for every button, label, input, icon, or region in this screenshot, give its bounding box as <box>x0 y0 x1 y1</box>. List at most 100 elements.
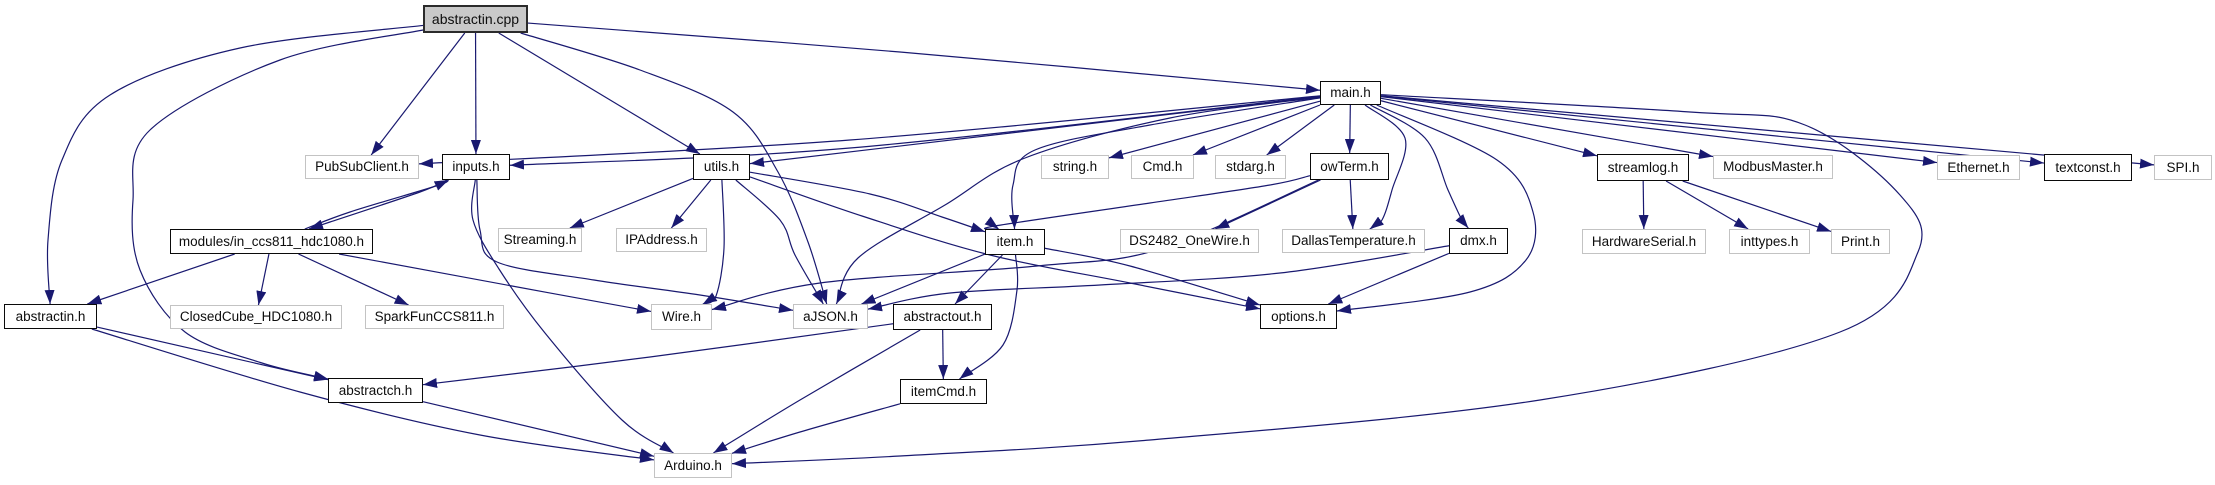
edge-owterm_h-to-wire_h <box>711 179 1319 312</box>
node-label: Arduino.h <box>664 457 722 473</box>
node-label: SPI.h <box>2166 159 2200 175</box>
node-abstractin_h[interactable]: abstractin.h <box>4 304 97 329</box>
edge-abstractin_cpp-to-ajson_h <box>520 32 828 305</box>
node-options_h[interactable]: options.h <box>1260 304 1337 329</box>
node-label: owTerm.h <box>1320 158 1379 174</box>
edge-abstractin_cpp-to-utils_h <box>498 32 701 155</box>
edge-main_h-to-ethernet_h <box>1380 96 1938 166</box>
node-print_h: Print.h <box>1831 229 1890 254</box>
node-label: string.h <box>1052 159 1098 175</box>
edge-in_ccs811_h-to-inputs_h <box>304 179 449 230</box>
edge-item_h-to-ajson_h <box>861 253 986 305</box>
node-label: abstractout.h <box>903 309 982 325</box>
node-item_h[interactable]: item.h <box>985 229 1045 255</box>
edge-streamlog_h-to-hwserial_h <box>1638 180 1649 230</box>
edge-owterm_h-to-item_h <box>984 175 1311 230</box>
node-label: HardwareSerial.h <box>1591 233 1697 249</box>
edge-item_h-to-itemcmd_h <box>959 254 1019 380</box>
node-in_ccs811_h[interactable]: modules/in_ccs811_hdc1080.h <box>170 229 373 254</box>
node-cmd_h: Cmd.h <box>1131 155 1194 179</box>
node-pubsubclient_h: PubSubClient.h <box>305 155 419 179</box>
node-dallastemp_h: DallasTemperature.h <box>1282 229 1425 253</box>
node-label: stdarg.h <box>1226 159 1275 175</box>
edge-utils_h-to-options_h <box>749 176 1261 311</box>
node-label: Print.h <box>1840 233 1881 249</box>
edge-in_ccs811_h-to-abstractin_h <box>87 253 235 305</box>
edge-main_h-to-pubsubclient_h <box>418 95 1321 169</box>
node-hwserial_h: HardwareSerial.h <box>1582 229 1706 254</box>
edge-main_h-to-cmd_h <box>1192 104 1321 156</box>
node-label: Ethernet.h <box>1947 159 2010 175</box>
node-abstractch_h[interactable]: abstractch.h <box>328 378 423 403</box>
edge-item_h-to-abstractout_h <box>954 254 1003 305</box>
edge-main_h-to-utils_h <box>749 95 1321 167</box>
edge-main_h-to-modbusmaster_h <box>1380 97 1714 160</box>
node-label: abstractin.cpp <box>431 11 520 27</box>
edge-main_h-to-item_h <box>1009 97 1321 230</box>
node-spi_h: SPI.h <box>2154 155 2212 180</box>
edge-main_h-to-streamlog_h <box>1380 100 1598 158</box>
edge-abstractin_h-to-arduino_h <box>91 328 655 463</box>
node-label: ModbusMaster.h <box>1723 159 1823 175</box>
node-abstractout_h[interactable]: abstractout.h <box>893 304 992 330</box>
node-ipaddress_h: IPAddress.h <box>616 228 707 252</box>
node-modbusmaster_h: ModbusMaster.h <box>1713 155 1833 179</box>
edge-main_h-to-textconst_h <box>1380 95 2045 167</box>
node-label: IPAddress.h <box>625 232 698 248</box>
node-main_h[interactable]: main.h <box>1320 81 1381 105</box>
edge-utils_h-to-ajson_h <box>735 179 824 305</box>
node-label: inttypes.h <box>1740 233 1799 249</box>
edge-streamlog_h-to-print_h <box>1682 180 1832 233</box>
node-label: abstractch.h <box>338 382 413 398</box>
edge-main_h-to-stdarg_h <box>1266 104 1335 156</box>
node-label: itemCmd.h <box>910 383 977 399</box>
node-dmx_h[interactable]: dmx.h <box>1449 228 1508 254</box>
edge-abstractch_h-to-arduino_h <box>422 401 655 458</box>
edge-utils_h-to-wire_h <box>702 179 725 305</box>
node-ds2482_h: DS2482_OneWire.h <box>1120 229 1259 253</box>
node-label: DallasTemperature.h <box>1291 233 1416 249</box>
edge-dmx_h-to-ajson_h <box>867 245 1450 312</box>
node-utils_h[interactable]: utils.h <box>693 154 750 180</box>
edge-main_h-to-dallastemp_h <box>1364 104 1407 230</box>
edge-inputs_h-to-in_ccs811_h <box>308 179 448 230</box>
node-label: modules/in_ccs811_hdc1080.h <box>178 233 365 249</box>
node-ajson_h: aJSON.h <box>793 304 868 329</box>
edge-dmx_h-to-options_h <box>1328 252 1450 305</box>
edge-abstractin_cpp-to-abstractch_h <box>131 29 424 381</box>
node-label: streamlog.h <box>1607 159 1679 175</box>
edge-main_h-to-dmx_h <box>1370 104 1469 229</box>
edge-utils_h-to-item_h <box>749 171 986 233</box>
node-sparkfun_h: SparkFunCCS811.h <box>365 305 504 329</box>
edge-main_h-to-arduino_h <box>731 94 1923 469</box>
node-label: SparkFunCCS811.h <box>374 309 495 325</box>
edge-abstractin_cpp-to-abstractin_h <box>44 24 424 305</box>
node-owterm_h[interactable]: owTerm.h <box>1310 153 1389 180</box>
edge-itemcmd_h-to-arduino_h <box>731 403 901 454</box>
node-label: Wire.h <box>661 309 701 325</box>
node-closedcube_h: ClosedCube_HDC1080.h <box>170 305 342 329</box>
node-label: item.h <box>996 234 1034 250</box>
node-label: aJSON.h <box>803 308 858 324</box>
edge-main_h-to-ajson_h <box>835 96 1321 305</box>
node-label: inputs.h <box>452 159 500 175</box>
node-inputs_h[interactable]: inputs.h <box>442 154 510 180</box>
edge-utils_h-to-streaming_h <box>569 177 694 229</box>
node-label: utils.h <box>703 159 740 175</box>
node-textconst_h[interactable]: textconst.h <box>2044 154 2132 181</box>
edge-utils_h-to-ipaddress_h <box>670 179 712 229</box>
node-streaming_h: Streaming.h <box>498 228 582 252</box>
edge-abstractout_h-to-abstractch_h <box>422 323 894 388</box>
node-label: PubSubClient.h <box>315 159 409 175</box>
node-itemcmd_h[interactable]: itemCmd.h <box>900 379 987 404</box>
node-label: Streaming.h <box>503 232 577 248</box>
edge-abstractin_h-to-abstractch_h <box>96 326 329 382</box>
edge-in_ccs811_h-to-sparkfun_h <box>298 253 409 306</box>
edge-main_h-to-owterm_h <box>1344 104 1355 154</box>
edge-main_h-to-options_h <box>1336 104 1537 314</box>
edge-streamlog_h-to-inttypes_h <box>1665 180 1749 230</box>
node-streamlog_h[interactable]: streamlog.h <box>1597 154 1689 181</box>
node-label: main.h <box>1330 85 1371 101</box>
